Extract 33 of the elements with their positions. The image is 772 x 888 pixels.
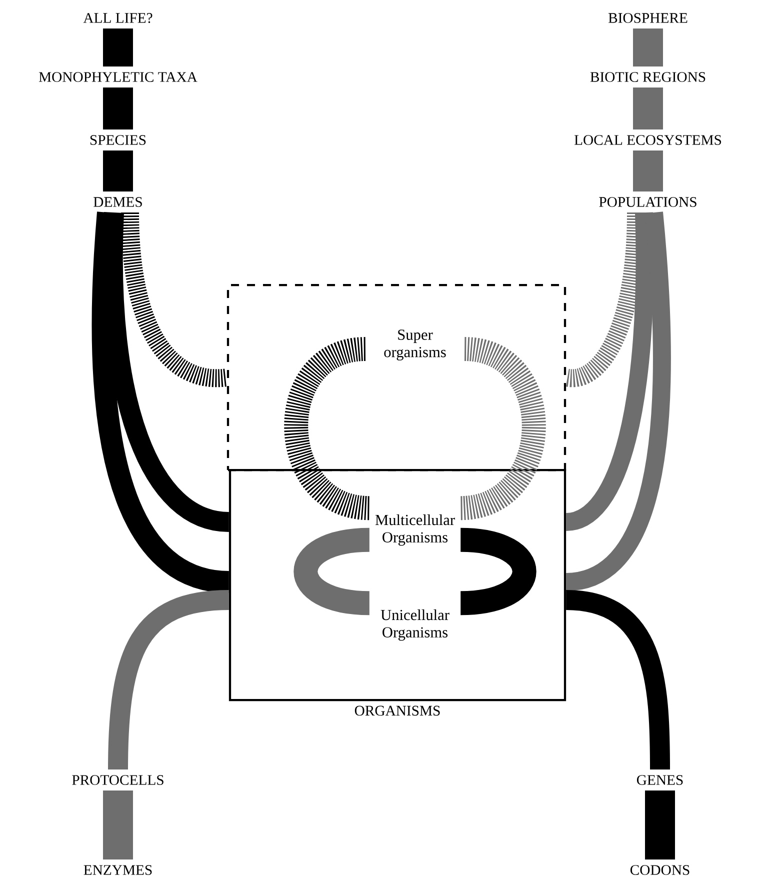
bar-connector — [645, 790, 675, 860]
level-label: LOCAL ECOSYSTEMS — [574, 135, 722, 145]
curved-band — [92, 212, 230, 593]
hatched-band — [458, 337, 546, 520]
bar-connector — [633, 88, 663, 130]
curved-band — [564, 212, 654, 531]
level-label: Super organisms — [384, 330, 446, 360]
level-label: ENZYMES — [84, 865, 152, 875]
level-label: BIOSPHERE — [608, 13, 688, 23]
level-label: BIOTIC REGIONS — [590, 72, 706, 82]
bar-connector — [633, 150, 663, 192]
curved-band — [102, 212, 230, 532]
dashed-box — [226, 284, 566, 472]
hatched-band — [284, 337, 372, 520]
bar-connector — [633, 28, 663, 66]
bar-connector — [103, 88, 133, 130]
bar-connector — [103, 28, 133, 66]
node-label: ORGANISMS — [354, 706, 440, 716]
level-label: PROTOCELLS — [72, 775, 164, 785]
curved-band — [564, 212, 671, 591]
level-label: GENES — [636, 775, 683, 785]
level-label: MONOPHYLETIC TAXA — [38, 72, 198, 82]
level-label: Multicellular Organisms — [375, 514, 455, 546]
level-label: CODONS — [630, 865, 690, 875]
bar-connector — [103, 150, 133, 192]
level-label: SPECIES — [90, 135, 146, 145]
curved-band — [108, 590, 230, 770]
level-label: DEMES — [94, 197, 142, 207]
level-label: Unicellular Organisms — [380, 609, 450, 641]
curved-band — [565, 590, 670, 770]
bar-connector — [103, 790, 133, 860]
level-label: POPULATIONS — [599, 197, 696, 207]
level-label: ALL LIFE? — [83, 13, 152, 23]
